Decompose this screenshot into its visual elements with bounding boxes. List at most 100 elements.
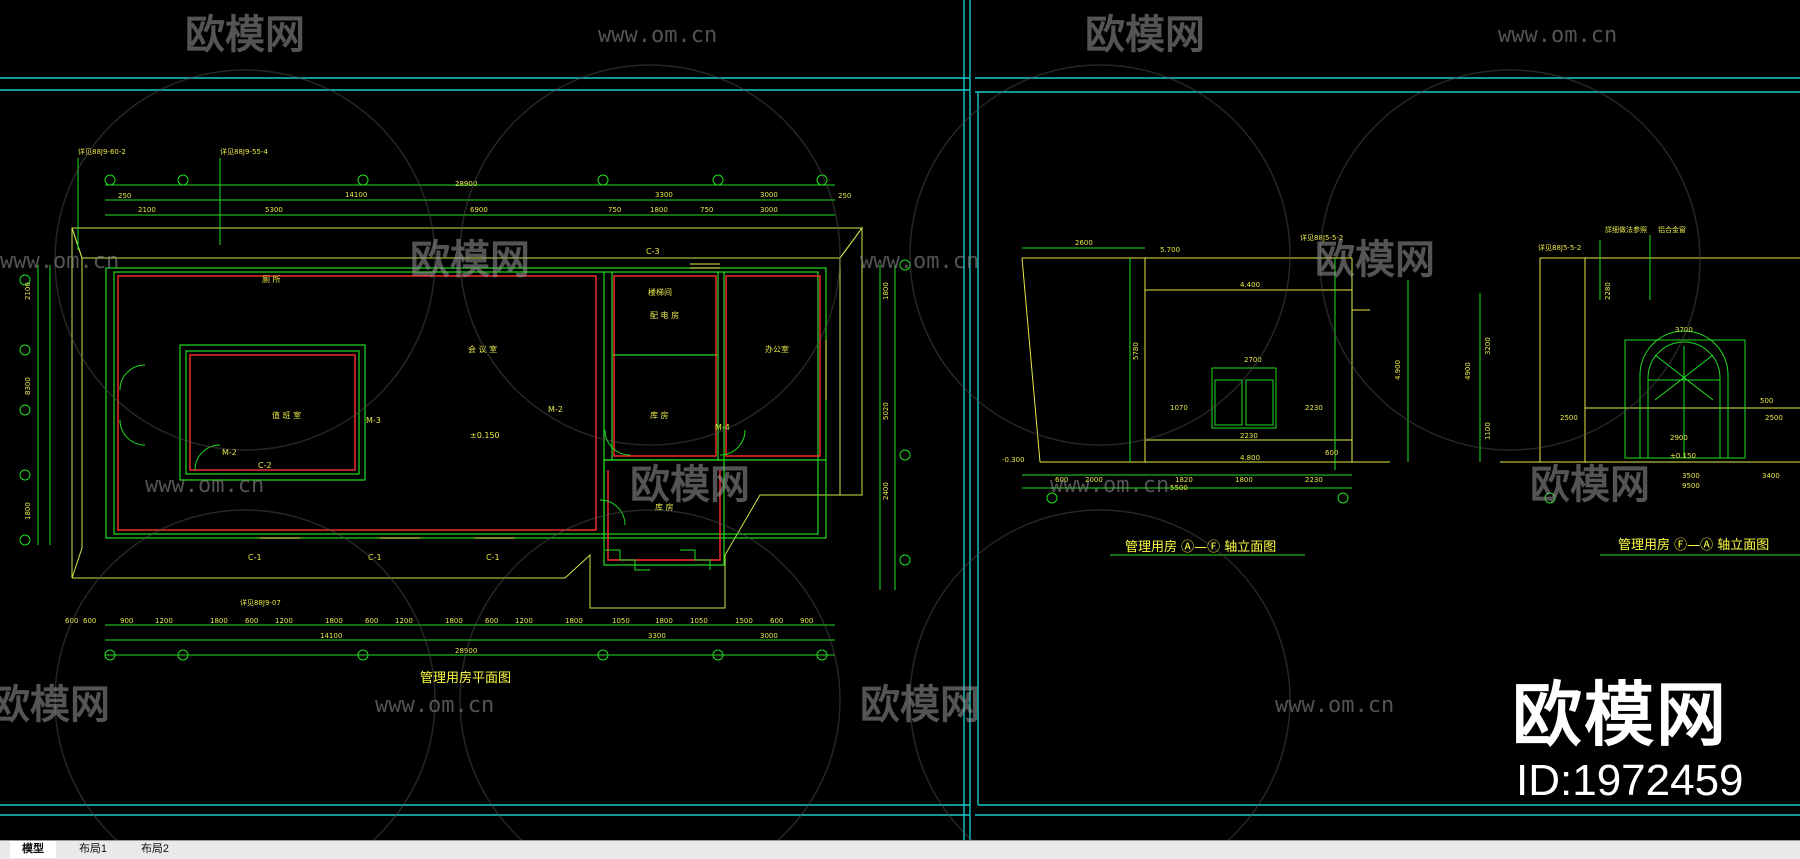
watermark-url: www.om.cn	[598, 23, 718, 48]
watermark-url: www.om.cn	[860, 249, 980, 274]
watermark-brand: 欧模网	[1315, 237, 1435, 283]
svg-text:3000: 3000	[760, 191, 778, 199]
svg-text:库 房: 库 房	[650, 410, 669, 420]
svg-text:C-1: C-1	[248, 553, 262, 562]
svg-text:3000: 3000	[760, 632, 778, 640]
watermark-brand: 欧模网	[860, 682, 980, 728]
svg-text:250: 250	[838, 192, 851, 200]
svg-text:9500: 9500	[1682, 482, 1700, 490]
model-id: ID:1972459	[1516, 756, 1744, 805]
svg-text:2230: 2230	[1305, 476, 1323, 484]
svg-text:2100: 2100	[138, 206, 156, 214]
svg-text:600: 600	[365, 617, 378, 625]
watermark-circles	[54, 64, 1701, 840]
watermark-brand: 欧模网	[185, 12, 305, 58]
svg-text:1820: 1820	[1175, 476, 1193, 484]
svg-text:5.700: 5.700	[1160, 246, 1180, 254]
svg-text:6900: 6900	[470, 206, 488, 214]
svg-text:1800: 1800	[650, 206, 668, 214]
svg-text:14100: 14100	[320, 632, 342, 640]
tab-layout1[interactable]: 布局1	[78, 843, 108, 855]
svg-text:配 电 房: 配 电 房	[650, 310, 679, 320]
svg-text:詳细做法参照: 詳细做法参照	[1605, 225, 1647, 234]
svg-text:2500: 2500	[1765, 414, 1783, 422]
svg-text:5500: 5500	[1170, 484, 1188, 492]
svg-text:1500: 1500	[735, 617, 753, 625]
watermark-brand: 欧模网	[1085, 12, 1205, 58]
watermark-brand: 欧模网	[410, 237, 530, 283]
watermark-brand: 欧模网	[630, 462, 750, 508]
svg-text:8300: 8300	[24, 377, 32, 395]
svg-text:2600: 2600	[1075, 239, 1093, 247]
watermark-url: www.om.cn	[1275, 693, 1395, 718]
svg-text:500: 500	[1760, 397, 1773, 405]
watermark-url: www.om.cn	[1498, 23, 1618, 48]
elevation-1-title: 管理用房 Ⓐ—Ⓕ 轴立面图	[1125, 540, 1277, 555]
sheet-frames	[0, 0, 1800, 840]
svg-text:值 班 室: 值 班 室	[272, 410, 301, 420]
svg-text:2230: 2230	[1240, 432, 1258, 440]
svg-text:1050: 1050	[612, 617, 630, 625]
svg-text:2500: 2500	[1560, 414, 1578, 422]
svg-text:5300: 5300	[265, 206, 283, 214]
svg-text:2230: 2230	[1305, 404, 1323, 412]
svg-text:900: 900	[120, 617, 133, 625]
tab-layout2[interactable]: 布局2	[140, 843, 170, 855]
svg-text:详见88J9-60-2: 详见88J9-60-2	[78, 147, 126, 156]
svg-text:3300: 3300	[655, 191, 673, 199]
svg-text:4900: 4900	[1464, 362, 1472, 380]
svg-text:1070: 1070	[1170, 404, 1188, 412]
watermark-brand: 欧模网	[1530, 462, 1650, 508]
svg-text:3000: 3000	[760, 206, 778, 214]
svg-text:4.900: 4.900	[1394, 360, 1402, 380]
layout-tab-bar: 模型 布局1 布局2	[0, 840, 1800, 859]
svg-text:C-1: C-1	[486, 553, 500, 562]
svg-text:1200: 1200	[275, 617, 293, 625]
svg-text:1100: 1100	[1484, 422, 1492, 440]
svg-text:1800: 1800	[882, 282, 890, 300]
svg-text:900: 900	[800, 617, 813, 625]
svg-text:3500: 3500	[1682, 472, 1700, 480]
plan-title: 管理用房平面图	[420, 671, 512, 686]
svg-text:1800: 1800	[1235, 476, 1253, 484]
svg-text:14100: 14100	[345, 191, 367, 199]
svg-text:M-2: M-2	[222, 448, 237, 457]
svg-text:1800: 1800	[24, 502, 32, 520]
svg-text:600: 600	[770, 617, 783, 625]
svg-text:3700: 3700	[1675, 326, 1693, 334]
svg-text:2900: 2900	[1670, 434, 1688, 442]
svg-text:铝合金窗: 铝合金窗	[1658, 225, 1686, 234]
svg-text:2000: 2000	[1085, 476, 1103, 484]
svg-text:办公室: 办公室	[765, 344, 789, 354]
svg-text:详见88J9-55-4: 详见88J9-55-4	[220, 147, 268, 156]
brand-logo: 欧模网	[1512, 674, 1728, 756]
svg-text:1800: 1800	[655, 617, 673, 625]
tab-model[interactable]: 模型	[10, 841, 56, 858]
svg-text:1050: 1050	[690, 617, 708, 625]
svg-text:厕 所: 厕 所	[262, 274, 281, 284]
svg-text:28900: 28900	[455, 180, 477, 188]
svg-text:2100: 2100	[24, 282, 32, 300]
svg-text:详见88J5-5-2: 详见88J5-5-2	[1300, 233, 1343, 242]
svg-text:600: 600	[83, 617, 96, 625]
svg-text:4.400: 4.400	[1240, 281, 1260, 289]
svg-text:1800: 1800	[445, 617, 463, 625]
svg-text:楼梯间: 楼梯间	[648, 287, 672, 297]
svg-text:M-3: M-3	[366, 416, 381, 425]
svg-text:4.800: 4.800	[1240, 454, 1260, 462]
svg-text:600: 600	[65, 617, 78, 625]
svg-text:±0.150: ±0.150	[1670, 452, 1696, 460]
svg-text:600: 600	[485, 617, 498, 625]
svg-text:±0.150: ±0.150	[470, 431, 500, 440]
elevation-f-a: 3700 2500 500 2500 2900 ±0.150 3500 9500…	[1464, 225, 1800, 556]
svg-text:会 议 室: 会 议 室	[468, 344, 497, 354]
watermark-url: www.om.cn	[1050, 473, 1170, 498]
svg-text:3200: 3200	[1484, 337, 1492, 355]
svg-text:2700: 2700	[1244, 356, 1262, 364]
svg-text:5780: 5780	[1132, 342, 1140, 360]
svg-text:750: 750	[700, 206, 713, 214]
svg-text:1200: 1200	[395, 617, 413, 625]
svg-text:1800: 1800	[210, 617, 228, 625]
svg-text:1800: 1800	[565, 617, 583, 625]
